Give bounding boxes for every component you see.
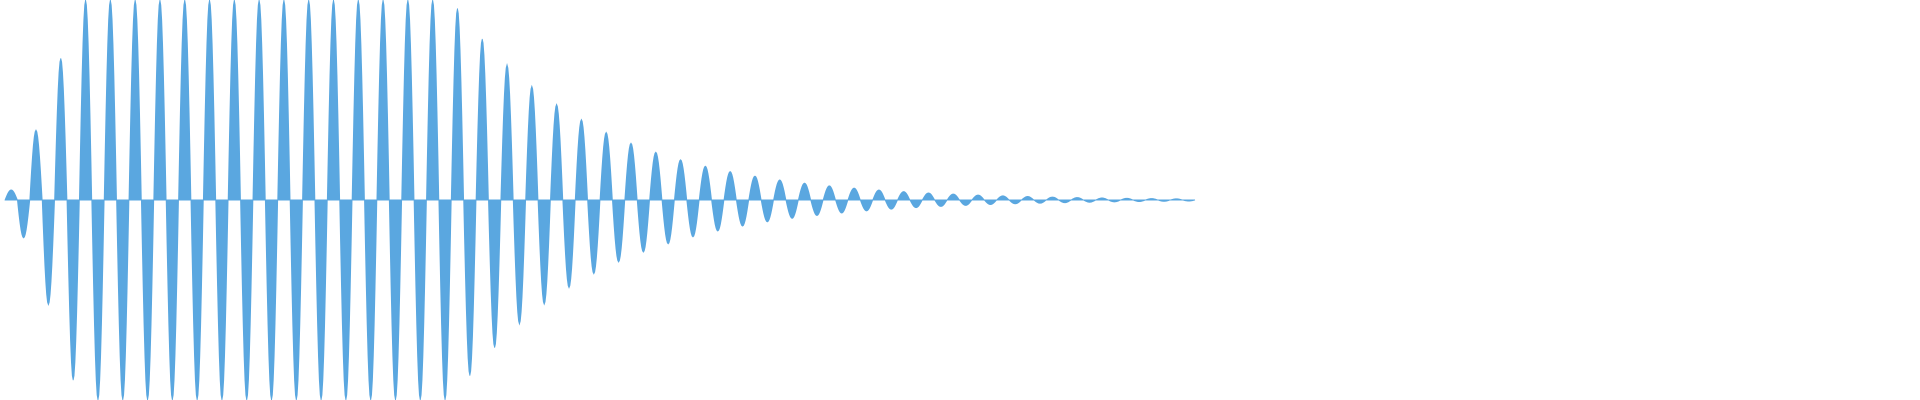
waveform-lobe <box>797 182 812 201</box>
waveform-lobe <box>339 199 353 400</box>
waveform-lobe <box>698 165 713 201</box>
waveform-lobe <box>896 191 911 201</box>
waveform-lobe <box>649 151 663 201</box>
waveform-lobe <box>364 199 378 400</box>
waveform-lobe <box>1057 199 1073 204</box>
waveform-lobe <box>376 0 390 201</box>
waveform-lobe <box>958 199 973 206</box>
waveform-lobe <box>140 199 155 400</box>
waveform-lobe <box>723 171 737 201</box>
waveform-lobe <box>488 199 502 348</box>
waveform-lobe <box>302 0 316 201</box>
waveform-lobe <box>500 63 514 201</box>
waveform-lobe <box>438 199 452 400</box>
waveform-lobe <box>512 199 527 326</box>
waveform-lobe <box>933 199 948 207</box>
waveform-lobe <box>264 199 279 400</box>
waveform-lobe <box>153 0 167 201</box>
waveform-lobe <box>748 175 762 201</box>
waveform-lobe <box>599 131 613 201</box>
waveform-lobe <box>971 194 986 201</box>
waveform-lobe <box>16 199 31 239</box>
waveform-lobe <box>1095 197 1109 201</box>
waveform-lobe <box>624 142 638 201</box>
waveform-lobe <box>760 199 775 223</box>
waveform-lobe <box>884 199 899 210</box>
waveform-lobe <box>773 179 787 201</box>
waveform-lobe <box>202 0 217 201</box>
waveform-lobe <box>289 199 303 400</box>
waveform-lobe <box>537 199 551 306</box>
waveform-lobe <box>661 199 675 245</box>
waveform-lobe <box>983 199 998 206</box>
waveform-lobe <box>946 193 961 201</box>
waveform-lobe <box>711 199 725 232</box>
waveform-lobe <box>1081 199 1098 203</box>
waveform-lobe <box>401 0 415 201</box>
waveform-lobe <box>574 118 589 201</box>
waveform-lobe <box>41 199 55 306</box>
waveform-lobe <box>847 187 861 201</box>
waveform-lobe <box>326 0 341 201</box>
waveform-lobe <box>29 129 43 201</box>
waveform-lobes <box>4 0 1196 400</box>
waveform-lobe <box>103 0 117 201</box>
waveform-lobe <box>1008 199 1023 205</box>
waveform-lobe <box>128 0 142 201</box>
waveform-lobe <box>413 199 427 400</box>
waveform-lobe <box>562 199 576 289</box>
waveform-lobe <box>426 0 440 201</box>
waveform-lobe <box>995 195 1010 201</box>
waveform-lobe <box>314 199 328 400</box>
waveform-lobe <box>1069 197 1085 201</box>
waveform-lobe <box>525 84 539 201</box>
waveform-lobe <box>1032 199 1048 204</box>
waveform-lobe <box>859 199 874 212</box>
waveform-lobe <box>909 199 923 209</box>
waveform-lobe <box>227 0 241 201</box>
waveform-lobe <box>587 199 601 275</box>
waveform-lobe <box>810 199 824 216</box>
waveform-lobe <box>872 189 886 201</box>
waveform-lobe <box>66 199 80 381</box>
waveform-lobe <box>116 199 130 400</box>
waveform-lobe <box>636 199 651 253</box>
waveform-lobe <box>550 103 564 201</box>
waveform-lobe <box>165 199 179 400</box>
waveform-lobe <box>475 38 489 201</box>
waveform-lobe <box>351 0 365 201</box>
waveform-lobe <box>735 199 750 227</box>
waveform-lobe <box>686 199 700 238</box>
waveform-lobe <box>785 199 799 219</box>
waveform-lobe <box>611 199 626 263</box>
waveform-lobe <box>178 0 192 201</box>
waveform-lobe <box>54 58 68 201</box>
waveform-lobe <box>240 199 254 400</box>
waveform-lobe <box>673 159 688 201</box>
waveform-lobe <box>91 199 105 400</box>
waveform-lobe <box>388 199 403 400</box>
waveform-lobe <box>78 0 93 201</box>
waveform-lobe <box>450 8 465 201</box>
waveform-lobe <box>822 185 837 201</box>
waveform-lobe <box>1045 196 1060 201</box>
waveform-lobe <box>463 199 477 376</box>
waveform-lobe <box>921 192 936 201</box>
waveform-lobe <box>1020 196 1035 201</box>
waveform-lobe <box>252 0 266 201</box>
waveform-lobe <box>4 189 18 201</box>
waveform-lobe <box>190 199 204 400</box>
waveform-lobe <box>277 0 291 201</box>
waveform-lobe <box>834 199 849 214</box>
waveform-lobe <box>215 199 229 400</box>
